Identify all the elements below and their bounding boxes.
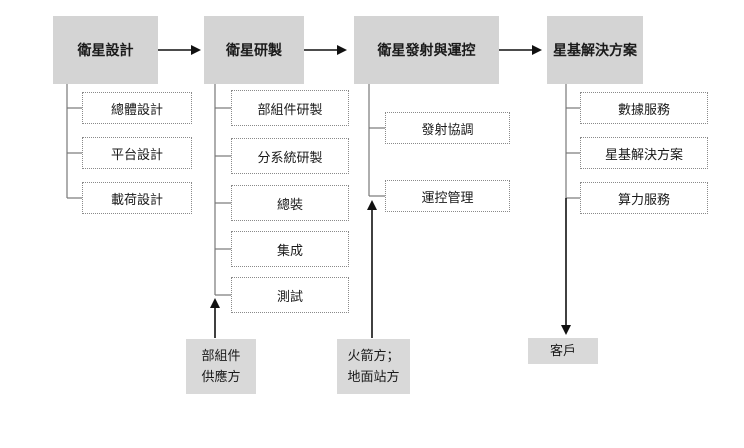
stage-satellite-design: 衛星設計 (53, 16, 158, 84)
launch-item-coordination: 發射協調 (385, 112, 510, 144)
manufacture-item-components: 部組件研製 (231, 90, 349, 126)
design-tree-lines (66, 84, 82, 199)
design-item-overall: 總體設計 (82, 92, 192, 124)
stage-satellite-solutions: 星基解決方案 (547, 16, 643, 84)
stage-satellite-manufacture: 衛星研製 (204, 16, 304, 84)
launch-item-operations-management: 運控管理 (385, 180, 510, 212)
manufacture-tree-lines (214, 84, 231, 296)
solution-item-data-services: 數據服務 (580, 92, 708, 124)
launch-tree-lines (368, 84, 385, 197)
manufacture-item-integration: 集成 (231, 231, 349, 267)
manufacture-item-testing: 測試 (231, 277, 349, 313)
design-item-payload: 載荷設計 (82, 182, 192, 214)
solution-tree-lines (565, 84, 580, 199)
solution-item-satellite-solutions: 星基解決方案 (580, 137, 708, 169)
manufacture-item-subsystems: 分系統研製 (231, 138, 349, 174)
external-component-supplier: 部組件 供應方 (186, 339, 256, 394)
manufacture-item-assembly: 總裝 (231, 185, 349, 221)
design-item-platform: 平台設計 (82, 137, 192, 169)
external-launch-and-ground-station: 火箭方； 地面站方 (337, 339, 410, 394)
stage-launch-and-operation: 衛星發射與運控 (354, 16, 499, 84)
solution-item-computing-services: 算力服務 (580, 182, 708, 214)
external-customer: 客戶 (528, 338, 598, 364)
